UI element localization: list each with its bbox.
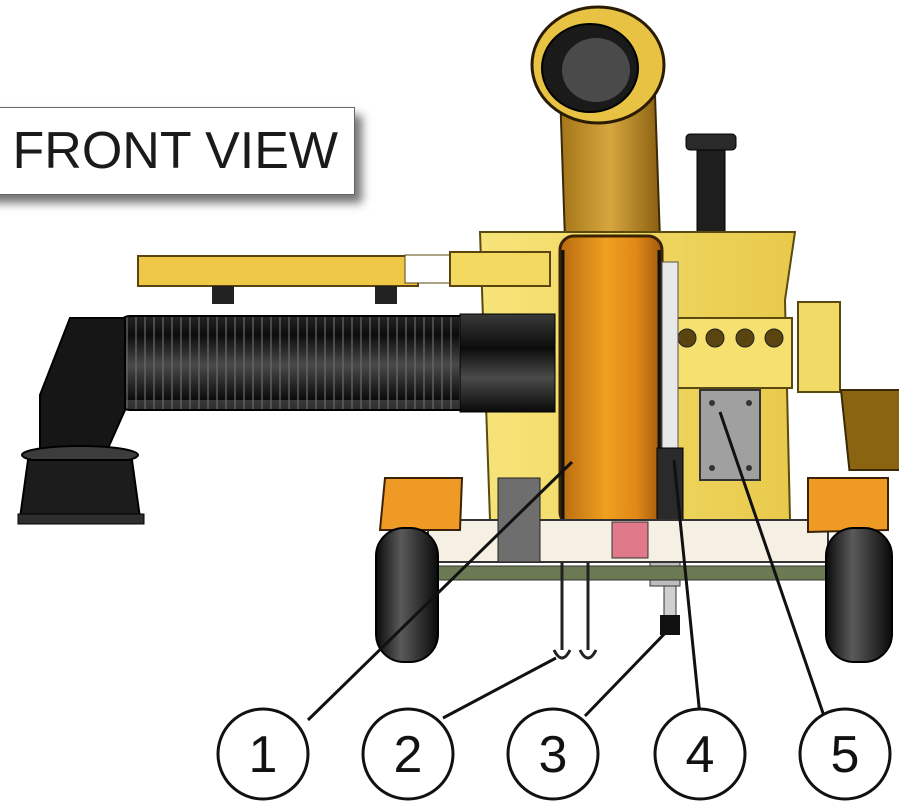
leader-lines <box>306 411 826 722</box>
callout-4-label: 4 <box>686 726 715 784</box>
callout-4: 4 <box>653 707 747 801</box>
right-fender <box>807 477 889 534</box>
view-title: FRONT VIEW <box>0 107 355 195</box>
safety-chains <box>552 562 598 660</box>
callout-5-label: 5 <box>831 726 860 784</box>
exhaust-pipe <box>685 133 737 247</box>
discharge-chute <box>530 5 666 241</box>
callout-2: 2 <box>361 707 455 801</box>
callout-3-label: 3 <box>539 726 568 784</box>
callout-2-label: 2 <box>394 726 423 784</box>
fan-housing <box>558 234 679 528</box>
callout-1: 1 <box>216 707 310 801</box>
boom-arm <box>137 251 551 304</box>
left-fender <box>378 477 464 531</box>
callout-3: 3 <box>506 707 600 801</box>
callout-5: 5 <box>798 707 892 801</box>
access-panel <box>699 389 761 481</box>
suction-hose <box>17 313 556 525</box>
callout-1-label: 1 <box>249 726 278 784</box>
right-tire <box>825 527 893 663</box>
chassis <box>427 477 841 581</box>
